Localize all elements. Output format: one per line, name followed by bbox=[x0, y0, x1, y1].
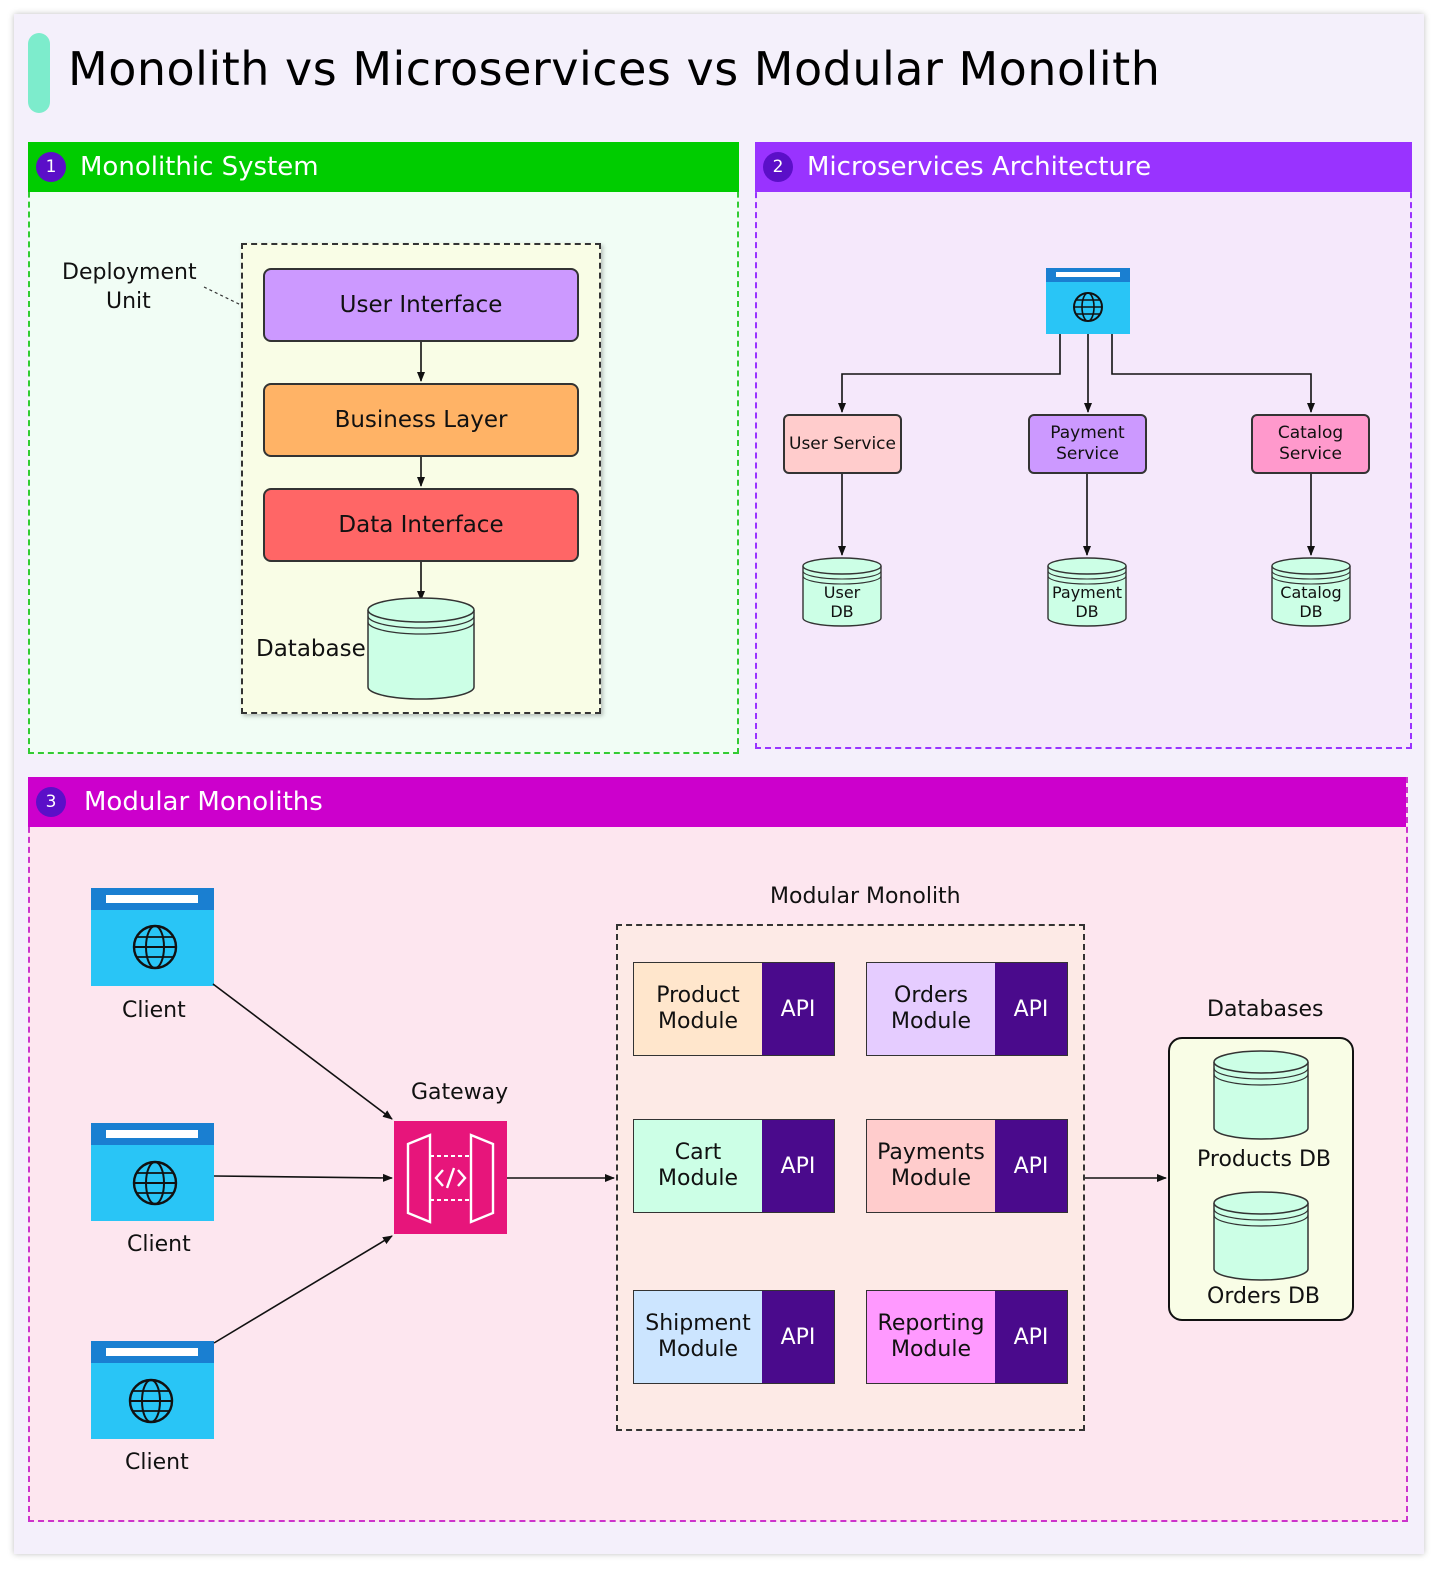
client-label: Client bbox=[125, 1450, 189, 1475]
service-name-line1: Payment bbox=[1050, 423, 1125, 443]
api-endpoint: API bbox=[762, 1120, 834, 1212]
db-label-line2: DB bbox=[830, 602, 853, 621]
products-db-cylinder bbox=[1213, 1050, 1309, 1140]
modular-panel-header: 3 Modular Monoliths bbox=[28, 777, 1406, 827]
arrow-client1-to-gateway bbox=[212, 983, 393, 1120]
modular-monolith-label: Modular Monolith bbox=[770, 884, 961, 909]
panel-number-badge: 3 bbox=[36, 787, 66, 817]
catalog-service-box: Catalog Service bbox=[1251, 414, 1370, 474]
browser-icon bbox=[1046, 268, 1130, 334]
orders-db-label: Orders DB bbox=[1207, 1284, 1321, 1309]
db-label-line1: Payment bbox=[1052, 583, 1122, 602]
panel-number-badge: 1 bbox=[36, 152, 66, 182]
arrow-client-to-user-service bbox=[838, 334, 1061, 413]
api-endpoint: API bbox=[995, 1120, 1067, 1212]
service-name-line1: Catalog bbox=[1277, 423, 1344, 443]
title-accent-bar bbox=[28, 33, 50, 113]
db-label-line2: DB bbox=[1299, 602, 1322, 621]
panel-title: Modular Monoliths bbox=[84, 787, 323, 817]
api-gateway-icon bbox=[394, 1121, 507, 1234]
user-db-cylinder: User DB bbox=[802, 557, 882, 627]
data-interface-layer: Data Interface bbox=[263, 488, 579, 562]
panel-title: Microservices Architecture bbox=[807, 152, 1152, 182]
user-service-box: User Service bbox=[783, 414, 902, 474]
api-endpoint: API bbox=[762, 963, 834, 1055]
gateway-label: Gateway bbox=[411, 1080, 509, 1105]
service-name-line2: Service bbox=[1279, 444, 1342, 464]
catalog-db-cylinder: Catalog DB bbox=[1271, 557, 1351, 627]
client-browser-icon bbox=[91, 888, 214, 986]
payment-service-box: Payment Service bbox=[1028, 414, 1147, 474]
business-layer: Business Layer bbox=[263, 383, 579, 457]
orders-db-cylinder bbox=[1213, 1191, 1309, 1281]
monolith-panel-header: 1 Monolithic System bbox=[28, 142, 739, 192]
user-interface-layer: User Interface bbox=[263, 268, 579, 342]
payment-db-cylinder: Payment DB bbox=[1047, 557, 1127, 627]
service-name-line1: User Service bbox=[789, 433, 896, 454]
client-browser-icon bbox=[91, 1341, 214, 1439]
database-cylinder bbox=[367, 597, 475, 700]
db-label-line2: DB bbox=[1075, 602, 1098, 621]
arrow-client2-to-gateway bbox=[213, 1173, 393, 1182]
db-label-line1: Catalog bbox=[1280, 583, 1341, 602]
service-name-line2: Service bbox=[1056, 444, 1119, 464]
db-label-line1: User bbox=[824, 583, 861, 602]
deployment-unit-leader bbox=[203, 286, 242, 306]
deployment-unit-label-line1: Deployment bbox=[62, 260, 197, 285]
databases-label: Databases bbox=[1207, 997, 1324, 1022]
panel-number-badge: 2 bbox=[763, 152, 793, 182]
microservices-panel-header: 2 Microservices Architecture bbox=[755, 142, 1412, 192]
client-label: Client bbox=[122, 998, 186, 1023]
client-label: Client bbox=[127, 1232, 191, 1257]
database-label: Database bbox=[256, 636, 366, 662]
api-endpoint: API bbox=[995, 1291, 1067, 1383]
arrow-client3-to-gateway bbox=[213, 1235, 393, 1344]
api-endpoint: API bbox=[995, 963, 1067, 1055]
panel-title: Monolithic System bbox=[80, 152, 319, 182]
client-browser-icon bbox=[91, 1123, 214, 1221]
arrow-client-to-catalog-service bbox=[1111, 334, 1315, 413]
page-title: Monolith vs Microservices vs Modular Mon… bbox=[68, 42, 1161, 96]
api-endpoint: API bbox=[762, 1291, 834, 1383]
deployment-unit-label-line2: Unit bbox=[106, 289, 151, 314]
products-db-label: Products DB bbox=[1197, 1147, 1332, 1172]
